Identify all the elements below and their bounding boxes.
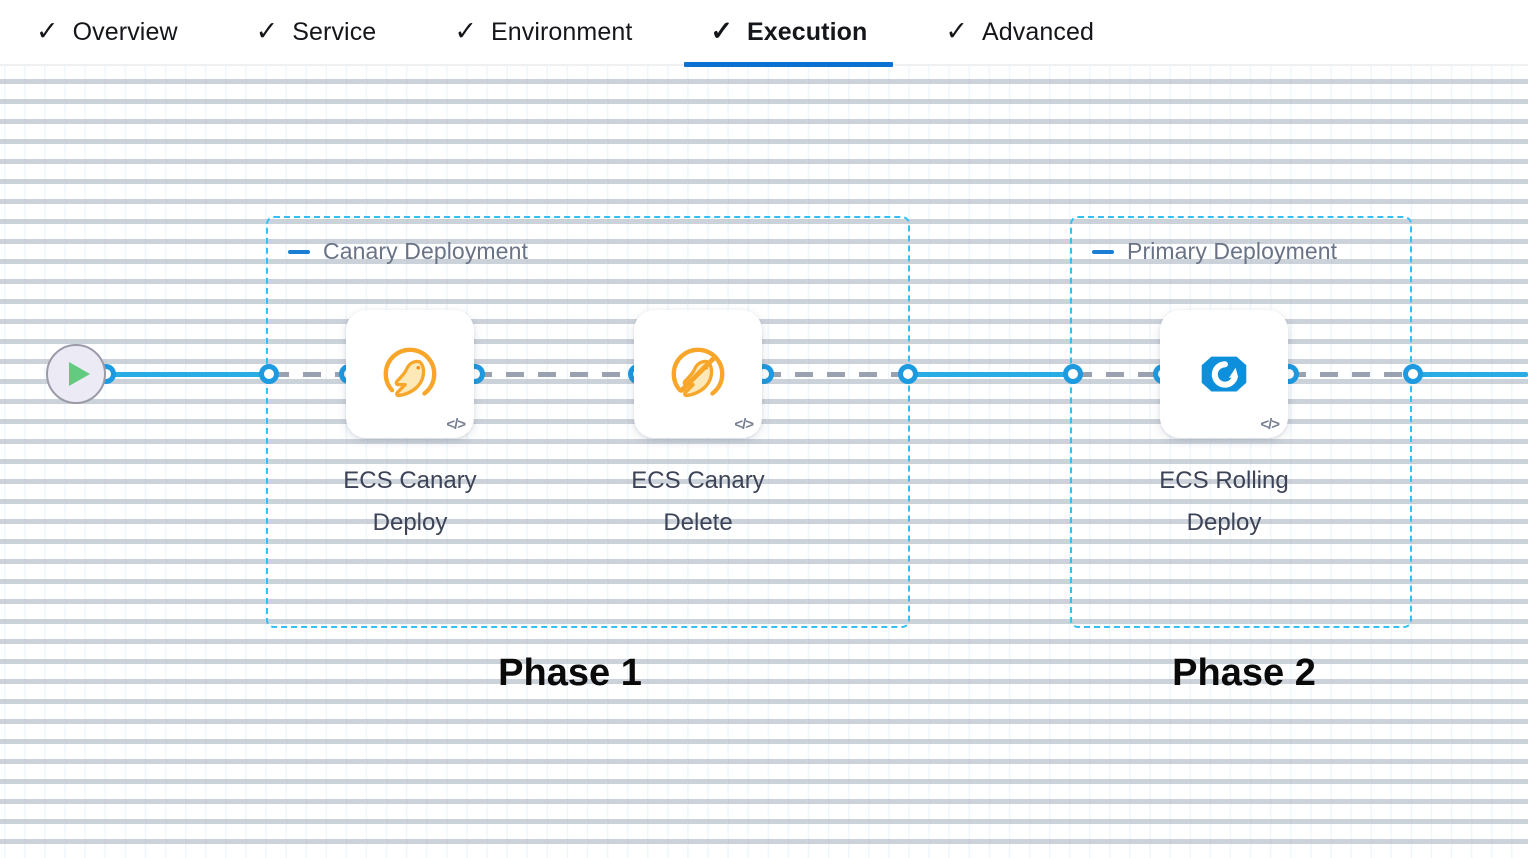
group-title: Primary Deployment xyxy=(1127,238,1338,264)
edge-phase1-to-phase2 xyxy=(909,372,1075,377)
pipeline-tab-bar: ✓ Overview ✓ Service ✓ Environment ✓ Exe… xyxy=(0,0,1528,67)
tab-overview[interactable]: ✓ Overview xyxy=(36,0,178,65)
tab-label: Advanced xyxy=(982,17,1095,46)
edge-phase1-entry-to-canary-deploy xyxy=(271,372,351,377)
group-header-primary-deployment[interactable]: Primary Deployment xyxy=(1092,238,1337,265)
edge-phase2-to-next xyxy=(1413,372,1528,377)
tab-label: Overview xyxy=(72,17,178,46)
group-title: Canary Deployment xyxy=(323,238,528,264)
check-icon: ✓ xyxy=(710,15,734,46)
phase-label-1: Phase 1 xyxy=(498,652,642,694)
canary-bird-slash-icon xyxy=(671,347,725,401)
group-canary-deployment[interactable]: Canary Deployment xyxy=(266,216,910,628)
edge-start-to-phase1 xyxy=(106,372,271,377)
edge-canary-delete-to-phase1-exit xyxy=(763,372,909,377)
node-ecs-rolling-deploy[interactable]: </> xyxy=(1160,310,1288,438)
check-icon: ✓ xyxy=(454,15,477,46)
tab-label: Environment xyxy=(490,17,633,46)
group-header-canary-deployment[interactable]: Canary Deployment xyxy=(288,238,528,265)
node-ecs-canary-delete[interactable]: </> xyxy=(634,310,762,438)
tab-environment[interactable]: ✓ Environment xyxy=(454,0,632,65)
code-icon: </> xyxy=(446,416,466,433)
group-primary-deployment[interactable]: Primary Deployment xyxy=(1070,216,1412,628)
tab-label: Execution xyxy=(747,17,868,46)
check-icon: ✓ xyxy=(36,15,59,46)
minus-icon[interactable] xyxy=(288,249,310,254)
play-icon xyxy=(68,362,90,386)
tab-label: Service xyxy=(292,17,377,46)
check-icon: ✓ xyxy=(945,15,969,46)
tab-service[interactable]: ✓ Service xyxy=(256,0,377,65)
tab-execution[interactable]: ✓ Execution xyxy=(684,0,894,67)
pipeline-start-node[interactable] xyxy=(46,344,106,404)
phase-label-2: Phase 2 xyxy=(1172,652,1316,694)
node-label-ecs-rolling-deploy: ECS Rolling Deploy xyxy=(1159,467,1289,536)
port-phase1-output[interactable] xyxy=(898,364,918,384)
edge-phase2-entry-to-rolling-deploy xyxy=(1074,372,1164,377)
pipeline-canvas[interactable]: Canary Deployment Primary Deployment xyxy=(0,66,1528,858)
ecs-rolling-icon xyxy=(1201,356,1247,392)
tab-advanced[interactable]: ✓ Advanced xyxy=(945,0,1094,65)
port-phase2-input[interactable] xyxy=(1063,364,1083,384)
code-icon: </> xyxy=(1260,416,1280,433)
edge-canary-deploy-to-canary-delete xyxy=(474,372,641,377)
code-icon: </> xyxy=(734,416,754,433)
check-icon: ✓ xyxy=(255,15,279,46)
minus-icon[interactable] xyxy=(1092,249,1114,254)
port-phase1-input[interactable] xyxy=(259,364,279,384)
node-ecs-canary-deploy[interactable]: </> xyxy=(346,310,474,438)
node-label-ecs-canary-deploy: ECS Canary Deploy xyxy=(343,467,477,536)
canary-bird-icon xyxy=(383,347,437,401)
edge-rolling-deploy-to-phase2-exit xyxy=(1288,372,1413,377)
node-label-ecs-canary-delete: ECS Canary Delete xyxy=(631,467,765,536)
port-phase2-output[interactable] xyxy=(1403,364,1423,384)
